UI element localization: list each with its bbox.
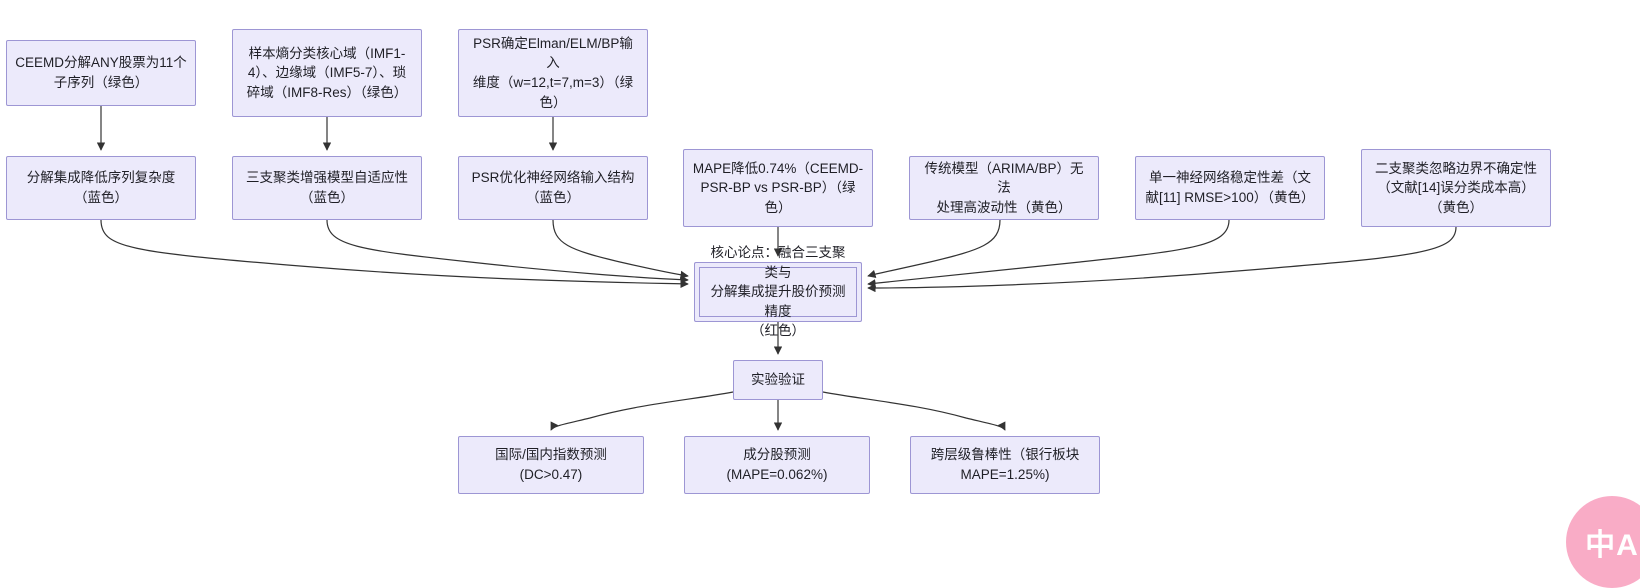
node-label: 实验验证 — [751, 372, 805, 388]
edge-n4-core — [100, 219, 689, 289]
node-label: 传统模型（ARIMA/BP）无法 处理高波动性（黄色） — [924, 160, 1084, 215]
node-label: 成分股预测 (MAPE=0.062%) — [726, 447, 828, 482]
node-reduce-sequence-complexity[interactable]: 分解集成降低序列复杂度 （蓝色） — [6, 156, 196, 220]
node-label: PSR优化神经网络输入结构 （蓝色） — [471, 170, 635, 205]
node-label: 单一神经网络稳定性差（文 献[11] RMSE>100）（黄色） — [1145, 170, 1315, 205]
edge-n11-n12 — [550, 391, 734, 431]
flowchart-canvas: CEEMD分解ANY股票为11个 子序列（绿色） 样本熵分类核心域（IMF1- … — [6, 29, 1640, 588]
edge-n5-core — [326, 219, 689, 284]
node-label: 三支聚类增强模型自适应性 （蓝色） — [246, 170, 408, 205]
node-experimental-validation[interactable]: 实验验证 — [733, 360, 823, 400]
node-label: 分解集成降低序列复杂度 （蓝色） — [26, 170, 176, 205]
node-label: MAPE降低0.74%（CEEMD- PSR-BP vs PSR-BP）（绿 色… — [692, 160, 864, 215]
node-psr-optimize-network-structure[interactable]: PSR优化神经网络输入结构 （蓝色） — [458, 156, 648, 220]
node-index-prediction-result[interactable]: 国际/国内指数预测 (DC>0.47) — [458, 436, 644, 494]
node-label: 二支聚类忽略边界不确定性 （文献[14]误分类成本高） （黄色） — [1375, 160, 1537, 215]
node-label: 跨层级鲁棒性（银行板块 MAPE=1.25%) — [930, 447, 1080, 482]
node-traditional-model-limitation[interactable]: 传统模型（ARIMA/BP）无法 处理高波动性（黄色） — [909, 156, 1099, 220]
node-sample-entropy-classification[interactable]: 样本熵分类核心域（IMF1- 4）、边缘域（IMF5-7）、琐 碎域（IMF8-… — [232, 29, 422, 117]
node-cross-level-robustness-result[interactable]: 跨层级鲁棒性（银行板块 MAPE=1.25%) — [910, 436, 1100, 494]
node-ceemd-decomposition[interactable]: CEEMD分解ANY股票为11个 子序列（绿色） — [6, 40, 196, 106]
node-label: 国际/国内指数预测 (DC>0.47) — [495, 447, 607, 482]
node-mape-reduction[interactable]: MAPE降低0.74%（CEEMD- PSR-BP vs PSR-BP）（绿 色… — [683, 149, 873, 227]
edge-n6-core — [552, 219, 689, 280]
edge-n9-core — [867, 219, 1230, 288]
watermark-text: 中A — [1585, 529, 1639, 562]
edge-n8-core — [867, 219, 1001, 278]
edge-n11-n14 — [822, 391, 1006, 431]
node-label: 核心论点：融合三支聚类与 分解集成提升股价预测精度 （红色） — [710, 245, 846, 339]
node-single-network-instability[interactable]: 单一神经网络稳定性差（文 献[11] RMSE>100）（黄色） — [1135, 156, 1325, 220]
edge-n10-core — [867, 226, 1457, 293]
node-constituent-stock-result[interactable]: 成分股预测 (MAPE=0.062%) — [684, 436, 870, 494]
node-psr-input-dimension[interactable]: PSR确定Elman/ELM/BP输入 维度（w=12,t=7,m=3）（绿 色… — [458, 29, 648, 117]
node-core-thesis[interactable]: 核心论点：融合三支聚类与 分解集成提升股价预测精度 （红色） — [694, 245, 862, 338]
watermark-badge: 中A — [1566, 496, 1640, 588]
node-two-way-clustering-boundary[interactable]: 二支聚类忽略边界不确定性 （文献[14]误分类成本高） （黄色） — [1361, 149, 1551, 227]
node-label: 样本熵分类核心域（IMF1- 4）、边缘域（IMF5-7）、琐 碎域（IMF8-… — [246, 45, 408, 100]
node-three-way-clustering-adaptivity[interactable]: 三支聚类增强模型自适应性 （蓝色） — [232, 156, 422, 220]
node-label: PSR确定Elman/ELM/BP输入 维度（w=12,t=7,m=3）（绿 色… — [472, 35, 634, 110]
node-label: CEEMD分解ANY股票为11个 子序列（绿色） — [15, 55, 187, 90]
